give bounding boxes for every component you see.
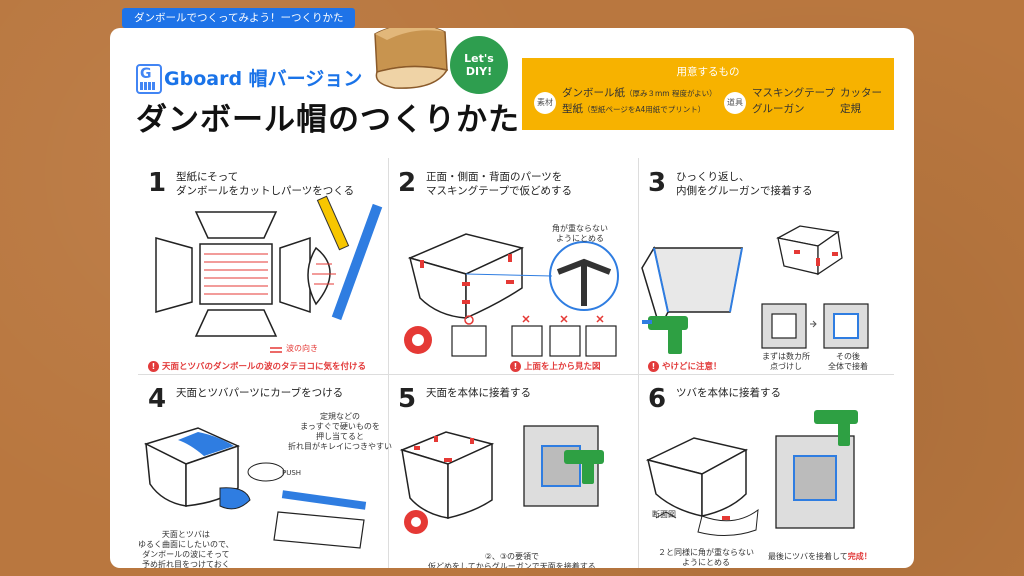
materials-line-1-note: （厚み３mm 程度がよい） xyxy=(625,89,717,98)
step-5-text: 天面を本体に接着する xyxy=(426,387,531,399)
glue-inside-diagram xyxy=(641,225,869,354)
step-4-note-2: 天面とツバは ゆるく曲面にしたいので、 ダンボールの波にそって 予め折れ目をつけ… xyxy=(138,530,234,568)
step-2-corner-note: 角が重ならない ようにとめる xyxy=(552,224,608,243)
materials-line-1: ダンボール紙（厚み３mm 程度がよい） xyxy=(562,86,717,101)
step-6-text: ツバを本体に接着する xyxy=(676,387,781,399)
attach-top-diagram xyxy=(399,425,604,534)
step-6-number: 6 xyxy=(648,384,667,414)
materials-badge: 素材 xyxy=(534,92,556,114)
taped-body-diagram xyxy=(404,233,619,357)
step-5-number: 5 xyxy=(398,384,417,414)
materials-panel: 用意するもの 素材 ダンボール紙（厚み３mm 程度がよい） 型紙（型紙ページをA… xyxy=(522,58,894,130)
push-label: PUSH xyxy=(282,469,302,477)
step-6-final-text: 最後にツバを接着して xyxy=(768,552,848,561)
cross-section-label: 断面図 xyxy=(652,510,676,519)
badge-line-1: Let's xyxy=(464,52,494,65)
step-3-note-2: その後 全体で接着 xyxy=(828,352,868,371)
step-2-caption-text: 上面を上から見た図 xyxy=(524,362,601,372)
tools-line-4: 定規 xyxy=(840,103,861,115)
instruction-card: G Gboard 帽バージョン ダンボール帽のつくりかた Let's DIY! … xyxy=(110,28,914,568)
step-6-complete: 完成！ xyxy=(847,552,872,561)
cardboard-hat-icon xyxy=(374,28,449,89)
step-5: 5 天面を本体に接着する ②、③の要領で 仮どめをしてからグルーガンで天面を接着… xyxy=(388,384,638,568)
step-4-number: 4 xyxy=(148,384,167,414)
tools-line-2: グルーガン xyxy=(752,103,805,115)
step-2-text: 正面・側面・背面のパーツを マスキングテープで仮どめする xyxy=(426,171,573,197)
curve-parts-diagram xyxy=(143,427,367,549)
badge-line-2: DIY! xyxy=(465,65,493,78)
step-4: 4 天面とツバパーツにカーブをつける PUSH 定規などの まっすぐで硬いものを… xyxy=(138,384,392,568)
step-2-caption: !上面を上から見た図 xyxy=(510,360,601,372)
tools-badge: 道具 xyxy=(724,92,746,114)
column-divider-2 xyxy=(638,158,639,568)
lets-diy-badge: Let's DIY! xyxy=(450,36,508,94)
step-1: 1 型紙にそって ダンボールをカットしパーツをつくる 波の向き !天面とツバのダ… xyxy=(138,168,388,374)
step-1-wave-label: 波の向き xyxy=(286,344,318,353)
tools-line-3: カッター xyxy=(840,87,882,99)
cut-parts-diagram xyxy=(155,195,383,353)
step-1-number: 1 xyxy=(148,168,167,198)
row-divider xyxy=(138,374,894,375)
page-title: ダンボール帽のつくりかた xyxy=(136,102,520,138)
materials-line-2: 型紙（型紙ページをA4用紙でプリント） xyxy=(562,102,705,117)
step-2-number: 2 xyxy=(398,168,417,198)
step-2: 2 正面・側面・背面のパーツを マスキングテープで仮どめする 角が重ならない よ… xyxy=(388,168,638,374)
step-3-number: 3 xyxy=(648,168,667,198)
step-6-note-2: ２と同様に角が重ならない ようにとめる xyxy=(658,548,754,567)
gboard-logo-icon: G xyxy=(136,64,162,94)
step-3-warning: !やけどに注意！ xyxy=(648,360,722,372)
materials-line-1-main: ダンボール紙 xyxy=(562,87,625,99)
top-banner: ダンボールでつくってみよう！ーつくりかた xyxy=(122,8,356,28)
materials-line-2-note: （型紙ページをA4用紙でプリント） xyxy=(583,105,706,114)
step-1-warning-text: 天面とツバのダンボールの波のタテヨコに気を付ける xyxy=(162,362,367,372)
materials-line-2-main: 型紙 xyxy=(562,103,583,115)
attach-brim-diagram xyxy=(645,410,858,536)
step-3-text: ひっくり返し、 内側をグルーガンで接着する xyxy=(676,171,813,197)
step-1-warning: !天面とツバのダンボールの波のタテヨコに気を付ける xyxy=(148,360,366,372)
tools-line-1: マスキングテープ xyxy=(752,87,836,99)
step-6: 6 ツバを本体に接着する 断面図 ２と同様に角が重ならない ようにとめる 最後に… xyxy=(638,384,888,568)
step-3: 3 ひっくり返し、 内側をグルーガンで接着する まずは数カ所 点づけし その後 … xyxy=(638,168,888,374)
column-divider-1 xyxy=(388,158,389,568)
step-1-text: 型紙にそって ダンボールをカットしパーツをつくる xyxy=(176,171,355,197)
step-3-note-1: まずは数カ所 点づけし xyxy=(762,352,810,371)
brand-name: Gboard 帽バージョン xyxy=(164,68,363,90)
step-4-note-1: 定規などの まっすぐで硬いものを 押し当てると 折れ目がキレイにつきやすい xyxy=(288,412,392,451)
step-4-text: 天面とツバパーツにカーブをつける xyxy=(176,387,344,399)
step-5-note: ②、③の要領で 仮どめをしてからグルーガンで天面を接着する xyxy=(428,552,596,568)
step-6-final-note: 最後にツバを接着して完成！ xyxy=(768,552,872,562)
step-3-warning-text: やけどに注意！ xyxy=(662,362,722,372)
materials-panel-title: 用意するもの xyxy=(676,66,740,78)
